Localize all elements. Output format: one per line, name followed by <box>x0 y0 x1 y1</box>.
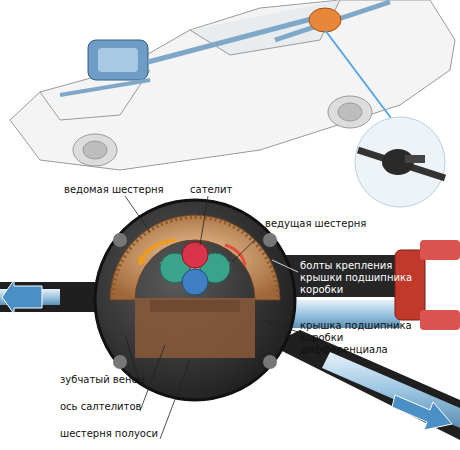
spider-gears <box>138 240 245 295</box>
car-drivetrain <box>60 2 400 130</box>
part-label: болты крепления крышки подшипника коробк… <box>300 260 422 296</box>
inset-view <box>355 117 445 207</box>
part-label: шестерня полуоси <box>60 428 180 440</box>
leader-lines <box>125 196 298 439</box>
part-label: зубчатый венец <box>60 374 180 386</box>
part-label: ведомая шестерня <box>64 184 184 196</box>
part-label: ось салтелитов <box>60 401 180 413</box>
part-label: ведущая шестерня <box>265 218 395 230</box>
part-label: крышка подшипника коробки дифференциала <box>300 320 425 356</box>
part-label: сателит <box>190 184 260 196</box>
ring-gear <box>110 215 280 358</box>
differential-housing <box>95 200 295 400</box>
